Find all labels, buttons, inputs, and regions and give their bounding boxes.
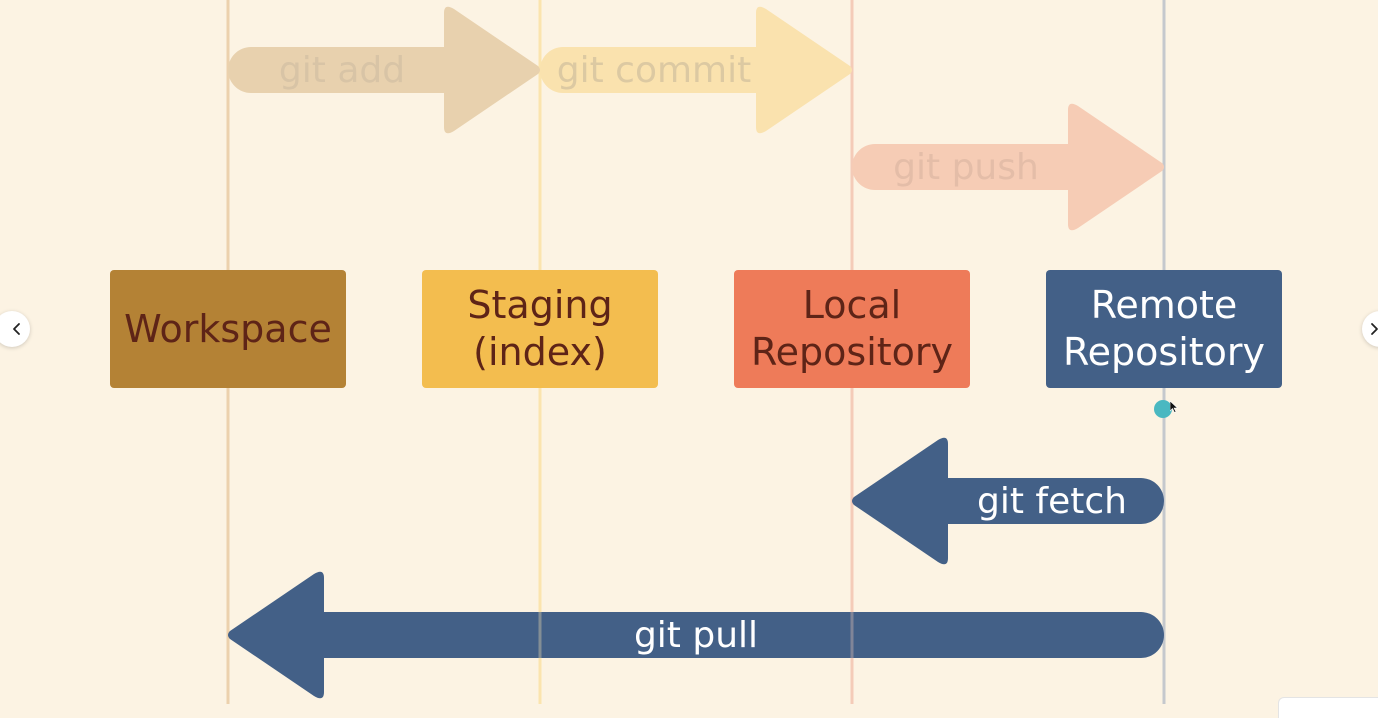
arrow-git-push: git push: [852, 103, 1164, 231]
laser-pointer-dot: [1154, 400, 1172, 418]
chevron-left-icon: [13, 323, 20, 335]
arrow-shape-git-pull: [228, 571, 1164, 699]
arrow-label-git-add: git add: [279, 50, 405, 91]
arrow-shape-git-add: [228, 6, 540, 134]
arrow-shape-git-fetch: [852, 437, 1164, 565]
stage-box-workspace: Workspace: [110, 270, 346, 388]
stage-label-workspace: Workspace: [124, 306, 332, 351]
stage-box-local-repository: Local Repository: [734, 270, 970, 388]
arrow-git-commit: git commit: [540, 6, 852, 134]
prev-slide-button[interactable]: [0, 311, 30, 347]
stage-label-staging: Staging (index): [467, 283, 613, 374]
arrow-git-pull: git pull: [228, 571, 1164, 699]
next-slide-button[interactable]: [1362, 311, 1378, 347]
chevron-right-icon: [1371, 323, 1378, 335]
arrow-shape-git-commit: [540, 6, 852, 134]
arrow-label-git-push: git push: [893, 147, 1039, 188]
arrow-label-git-pull: git pull: [634, 615, 758, 656]
stage-label-local-repository: Local Repository: [750, 283, 954, 374]
toolbar-widget[interactable]: [1278, 697, 1378, 718]
arrow-git-fetch: git fetch: [852, 437, 1164, 565]
arrow-label-git-commit: git commit: [557, 50, 751, 91]
arrow-label-git-fetch: git fetch: [977, 481, 1127, 522]
stage-box-staging: Staging (index): [422, 270, 658, 388]
arrow-shape-git-push: [852, 103, 1164, 231]
stage-box-remote-repository: Remote Repository: [1046, 270, 1282, 388]
mouse-cursor-icon: [1170, 401, 1178, 413]
arrow-git-add: git add: [228, 6, 540, 134]
stage-label-remote-repository: Remote Repository: [1062, 283, 1266, 374]
